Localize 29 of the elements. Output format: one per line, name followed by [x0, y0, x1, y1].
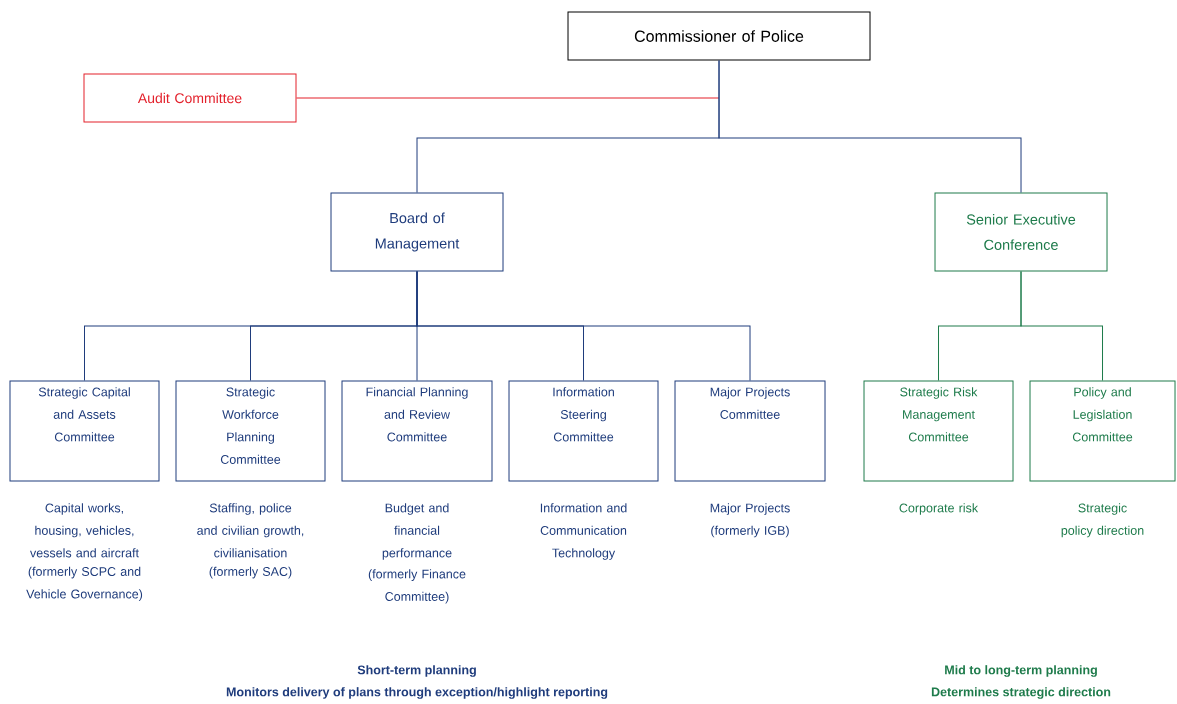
- board-box: Board of Management: [330, 192, 504, 272]
- description-text: Corporate risk: [899, 503, 979, 515]
- committee-box: Policy and Legislation Committee: [1029, 380, 1176, 482]
- head-box: Commissioner of Police: [567, 11, 871, 61]
- description-text: Major Projects (formerly IGB): [710, 503, 790, 538]
- committee-box: Information Steering Committee: [508, 380, 659, 482]
- description-text: Capital works, housing, vehicles, vessels and aircraft: [30, 503, 139, 558]
- committee-box: Audit Committee: [83, 73, 297, 123]
- committee-box: Strategic Capital and Assets Committee: [9, 380, 160, 482]
- board-box: Senior Executive Conference: [934, 192, 1108, 272]
- description-text: (formerly SAC): [209, 566, 292, 579]
- description-text: Staffing, police and civilian growth, civilianisation: [197, 503, 304, 558]
- description-text: (formerly Finance Committee): [368, 569, 466, 604]
- committee-box: Major Projects Committee: [674, 380, 826, 482]
- connector-line: [718, 60, 1022, 193]
- committee-box: Financial Planning and Review Committee: [341, 380, 493, 482]
- committee-box: Strategic Risk Management Committee: [863, 380, 1014, 482]
- planning-note: Mid to long-term planning: [945, 665, 1097, 677]
- planning-note: Determines strategic direction: [931, 687, 1111, 699]
- connector-line: [296, 97, 720, 99]
- planning-note: Monitors delivery of plans through exception/highlight reporting: [226, 687, 608, 699]
- connector-line: [1020, 271, 1103, 381]
- description-text: (formerly SCPC and Vehicle Governance): [26, 566, 143, 601]
- description-text: Budget and financial performance: [382, 503, 452, 560]
- description-text: Strategic policy direction: [1061, 503, 1144, 538]
- connector-line: [416, 271, 751, 381]
- planning-note: Short-term planning: [357, 665, 476, 677]
- description-text: Information and Communication Technology: [540, 503, 627, 560]
- committee-box: Strategic Workforce Planning Committee: [175, 380, 326, 482]
